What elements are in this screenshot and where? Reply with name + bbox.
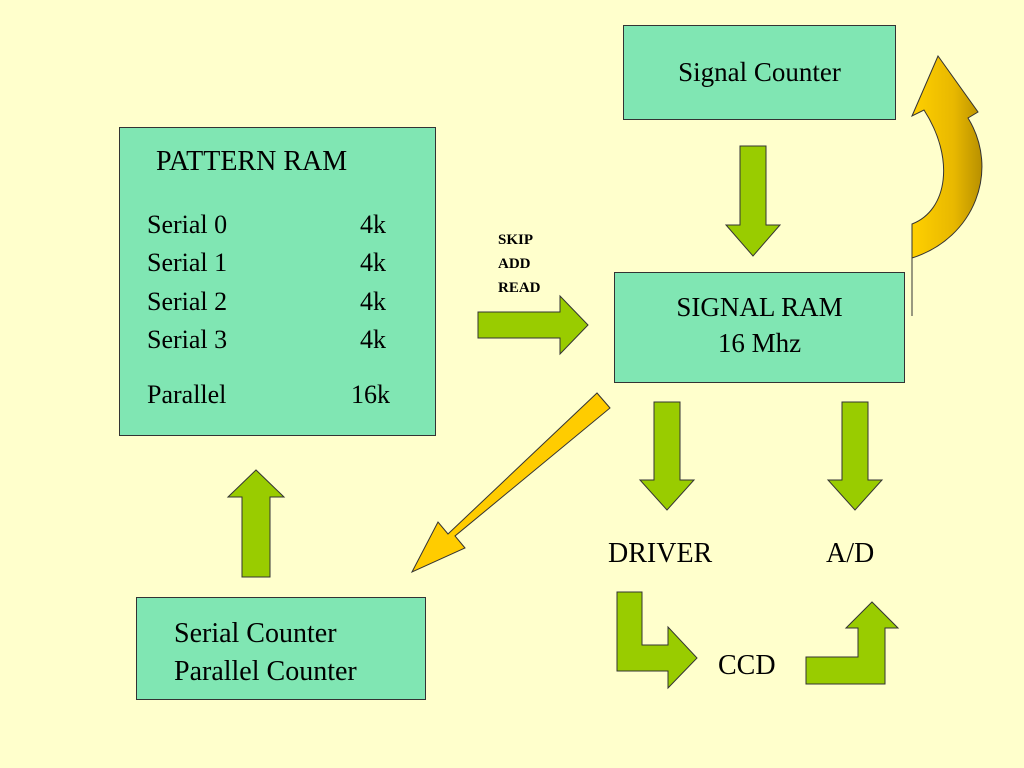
- signal-counter-box: Signal Counter: [623, 25, 896, 120]
- bent-arrow-driver-to-ccd: [616, 591, 698, 690]
- pattern-row-size: 4k: [360, 210, 386, 239]
- ad-label: A/D: [826, 538, 875, 569]
- pattern-row-size: 16k: [351, 380, 390, 409]
- curved-feedback-arrow: [910, 54, 983, 316]
- down-arrow-driver: [638, 401, 696, 511]
- pattern-row-label: Parallel: [147, 380, 227, 409]
- serial-counter-box: Serial Counter Parallel Counter: [136, 597, 426, 700]
- down-arrow-ad: [826, 401, 884, 511]
- driver-label: DRIVER: [608, 538, 713, 569]
- pattern-ram-title: PATTERN RAM: [156, 146, 348, 177]
- parallel-counter-label: Parallel Counter: [174, 656, 357, 687]
- pattern-row-size: 4k: [360, 287, 386, 316]
- command-label-skip: SKIP: [498, 232, 534, 248]
- pattern-row-label: Serial 0: [147, 210, 228, 239]
- down-arrow-signal-counter: [724, 145, 782, 257]
- ccd-label: CCD: [718, 650, 776, 681]
- signal-ram-box: SIGNAL RAM 16 Mhz: [614, 272, 905, 383]
- pattern-row-label: Serial 3: [147, 325, 228, 354]
- pattern-row-size: 4k: [360, 325, 386, 354]
- pattern-row-size: 4k: [360, 248, 386, 277]
- command-label-add: ADD: [498, 256, 531, 272]
- right-arrow-commands: [477, 294, 589, 356]
- signal-ram-title: SIGNAL RAM: [676, 292, 843, 322]
- up-arrow-pattern-ram: [226, 469, 286, 578]
- serial-counter-label: Serial Counter: [174, 618, 337, 649]
- pattern-row-label: Serial 2: [147, 287, 228, 316]
- diagonal-arrow-to-serial-counter: [410, 392, 611, 574]
- signal-ram-frequency: 16 Mhz: [717, 328, 802, 358]
- signal-counter-label: Signal Counter: [678, 57, 841, 87]
- bent-arrow-ccd-to-ad: [805, 601, 900, 685]
- command-label-read: READ: [498, 280, 541, 296]
- pattern-row-label: Serial 1: [147, 248, 228, 277]
- pattern-ram-box: PATTERN RAM Serial 0 4k Serial 1 4k Seri…: [119, 127, 436, 436]
